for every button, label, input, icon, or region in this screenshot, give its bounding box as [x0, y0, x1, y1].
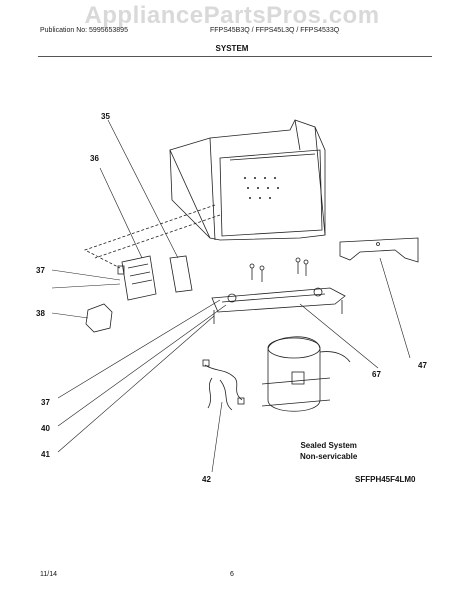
bracket-hole	[376, 242, 380, 246]
publication-number: Publication No: 5995653895	[40, 27, 128, 34]
callout-35: 35	[101, 112, 110, 121]
base-rail	[211, 287, 346, 313]
callout-42: 42	[202, 475, 211, 484]
callout-36: 36	[90, 154, 99, 163]
sealed-system-note: Sealed System Non-servicable	[300, 440, 357, 462]
footer-page-number: 6	[230, 571, 234, 578]
watermark-logo: AppliancePartsPros.com	[84, 2, 380, 29]
model-numbers: FFPS45B3Q / FFPS45L3Q / FFPS4533Q	[210, 27, 340, 34]
header-divider	[38, 56, 432, 57]
mounting-screws	[213, 257, 343, 324]
compressor	[261, 336, 351, 412]
callout-37-bottom: 37	[41, 398, 50, 407]
bracket-part	[339, 237, 419, 263]
callout-41: 41	[41, 450, 50, 459]
callout-47: 47	[418, 361, 427, 370]
diagram-code: SFFPH45F4LM0	[355, 475, 416, 484]
section-title: SYSTEM	[215, 44, 249, 53]
cabinet-housing	[169, 119, 326, 241]
footer-date: 11/14	[40, 571, 57, 578]
callout-37-top: 37	[36, 266, 45, 275]
control-box	[117, 255, 157, 301]
note-line-2: Non-servicable	[300, 452, 358, 461]
dashed-guide	[83, 204, 216, 269]
callout-38: 38	[36, 309, 45, 318]
dashed-guide-2	[94, 214, 221, 259]
callout-40: 40	[41, 424, 50, 433]
note-line-1: Sealed System	[300, 441, 357, 450]
relay-part	[85, 303, 113, 333]
callout-67: 67	[372, 370, 381, 379]
leader-lines	[51, 119, 411, 473]
wiring-harness	[202, 359, 245, 411]
control-cover	[169, 255, 193, 293]
